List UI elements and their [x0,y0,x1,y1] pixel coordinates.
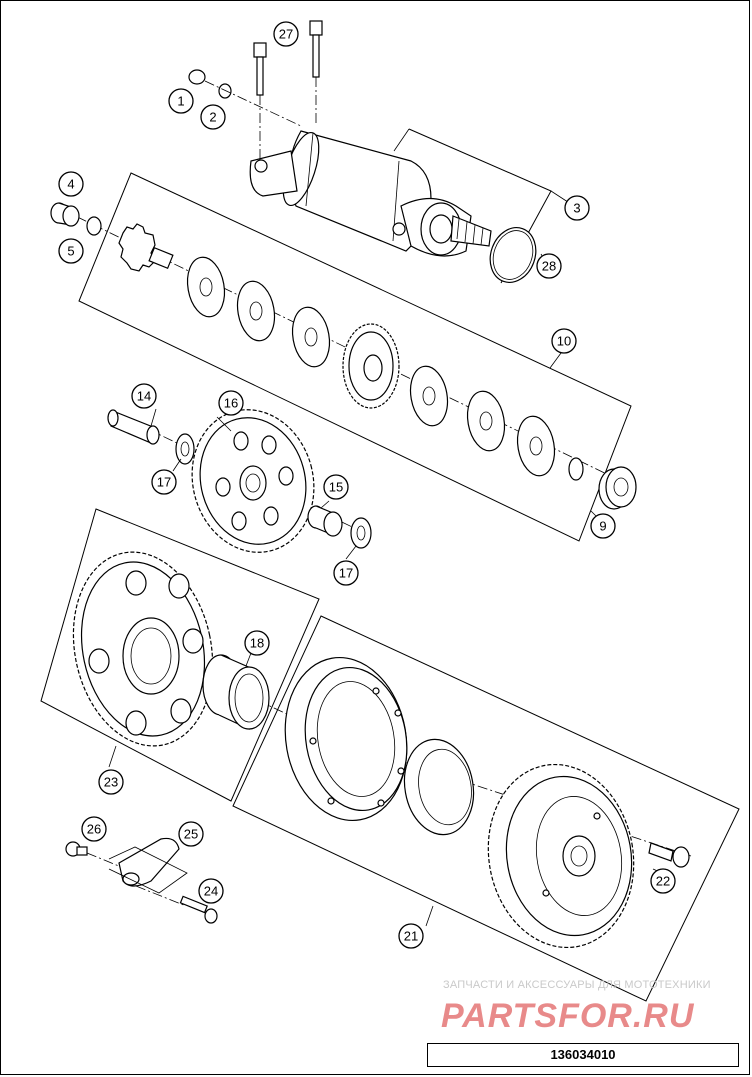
bushing-15 [307,505,343,537]
intermediate-gear-16 [191,409,315,553]
washer-17-b [350,517,372,549]
bolt-22 [648,842,690,868]
svg-text:15: 15 [329,480,343,495]
bearing-9 [598,466,637,510]
svg-text:10: 10 [557,334,571,349]
nut-1 [188,69,206,85]
callout-22: 22 [650,868,676,894]
callout-24: 24 [198,878,224,904]
holder-25 [108,837,188,894]
callout-1: 1 [168,88,194,114]
circlip [568,457,584,481]
callout-4: 4 [58,171,84,197]
svg-text:21: 21 [404,929,418,944]
svg-text:2: 2 [209,110,216,125]
svg-text:17: 17 [157,475,171,490]
freewheel-housing [284,656,408,822]
shaft-14 [107,409,160,445]
svg-text:24: 24 [204,884,218,899]
diagram-code-box: 136034010 [427,1043,739,1067]
callout-23: 23 [98,769,124,795]
svg-text:23: 23 [104,775,118,790]
freewheel-sprag [403,738,475,836]
starter-ring-gear-23 [72,551,214,747]
bolt-27-a [253,42,267,96]
bolt-26 [65,841,88,857]
svg-text:18: 18 [250,636,264,651]
callout-14: 14 [131,383,157,409]
thrust-washer-b [291,306,331,368]
callout-5: 5 [58,238,84,264]
callout-10: 10 [551,328,577,354]
svg-text:22: 22 [656,874,670,889]
svg-text:25: 25 [184,827,198,842]
svg-text:26: 26 [87,822,101,837]
watermark-tagline: ЗАПЧАСТИ И АКСЕССУАРЫ ДЛЯ МОТОТЕХНИКИ [443,979,711,991]
svg-text:17: 17 [339,566,353,581]
flywheel-gear [487,763,635,949]
bolt-24 [179,895,218,924]
callout-17-b: 17 [333,560,359,586]
group-outline-10 [78,172,632,542]
idler-gear-small [342,323,400,409]
bolt-27-b [309,20,323,78]
svg-text:5: 5 [67,244,74,259]
callout-9: 9 [590,513,616,539]
svg-text:14: 14 [137,389,151,404]
washer-5 [86,216,102,236]
svg-text:16: 16 [224,396,238,411]
o-ring-28 [489,227,537,283]
washer-17-a [175,433,195,465]
thrust-washer-a [186,256,226,318]
group-outline-21 [232,615,740,1002]
callout-27: 27 [273,21,299,47]
svg-text:28: 28 [542,259,556,274]
splined-washer-b [466,390,506,452]
group-outline-23 [40,508,320,802]
callout-2: 2 [200,104,226,130]
svg-text:3: 3 [573,201,580,216]
needle-bearing-18 [202,654,270,730]
svg-text:1: 1 [177,94,184,109]
callout-25: 25 [178,821,204,847]
callout-16: 16 [218,390,244,416]
splined-washer-a [236,280,276,342]
washer-2 [218,83,232,99]
callout-26: 26 [81,816,107,842]
watermark-brand: PARTSFOR.RU [441,997,695,1035]
thrust-washer-c [409,365,449,427]
callout-3: 3 [564,195,590,221]
svg-text:4: 4 [67,177,74,192]
starter-motor [249,130,492,257]
callout-28: 28 [536,253,562,279]
bushing-4 [50,202,80,227]
thrust-washer-d [516,415,556,477]
pinion-gear [118,223,174,272]
callout-17-a: 17 [151,469,177,495]
callout-15: 15 [323,474,349,500]
callout-21: 21 [398,923,424,949]
callout-18: 18 [244,630,270,656]
svg-text:9: 9 [599,519,606,534]
svg-text:27: 27 [279,27,293,42]
